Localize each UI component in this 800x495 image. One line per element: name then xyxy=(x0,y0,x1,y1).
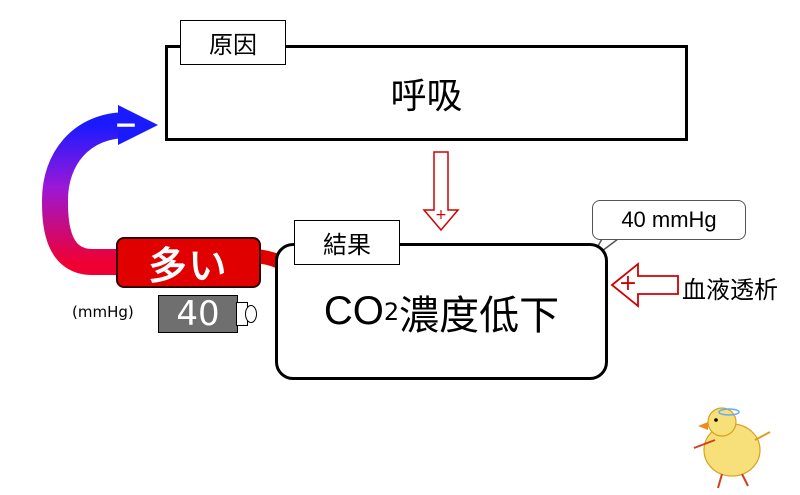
cause-title: 呼吸 xyxy=(390,76,463,117)
feedback-arrowhead xyxy=(118,105,158,145)
gauge-cap-end xyxy=(245,305,257,323)
result-box xyxy=(275,243,608,380)
high-label: 多い xyxy=(116,237,261,288)
gauge-unit: (mmHg) xyxy=(72,303,134,321)
link-plus-sign: + xyxy=(435,207,447,223)
result-title-subscript: 2 xyxy=(383,297,400,326)
result-tag: 結果 xyxy=(294,220,400,265)
cause-tag: 原因 xyxy=(180,20,286,65)
dialysis-plus-sign: + xyxy=(618,271,638,296)
gauge-value: 40 xyxy=(158,294,238,334)
feedback-minus-sign: − xyxy=(114,108,138,141)
callout-value: 40 mmHg xyxy=(592,200,746,240)
result-title-prefix: CO xyxy=(323,289,384,333)
dialysis-arrow xyxy=(610,262,679,308)
cause-result-arrow xyxy=(422,151,460,232)
dialysis-label: 血液透析 xyxy=(682,276,778,304)
chick-icon xyxy=(693,407,771,489)
feedback-loop-arrow xyxy=(41,105,158,275)
result-title-suffix: 濃度低下 xyxy=(399,292,560,339)
